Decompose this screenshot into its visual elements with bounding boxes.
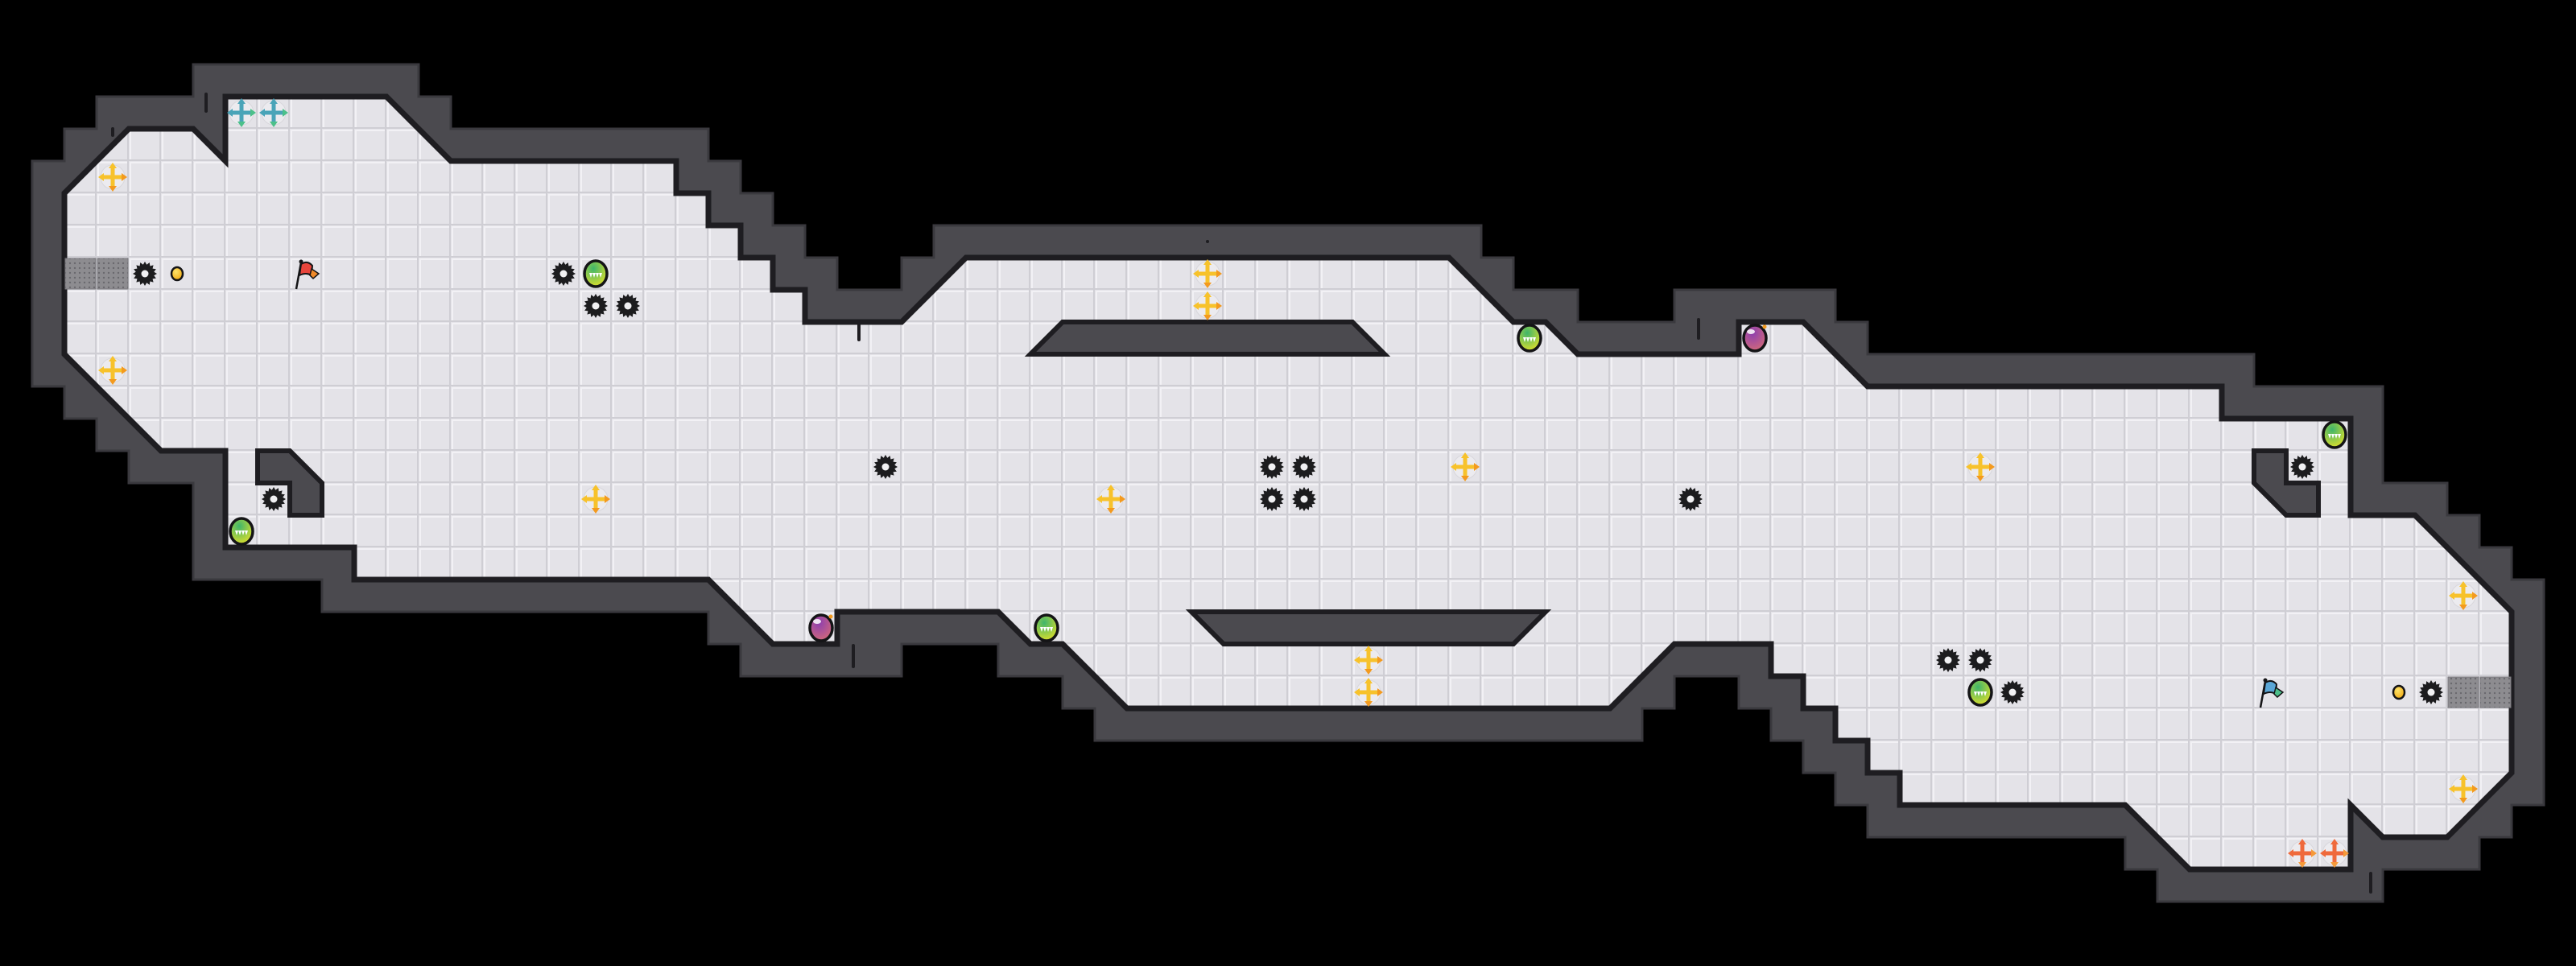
move-arrows-icon — [2320, 839, 2349, 868]
flag-icon — [295, 259, 320, 290]
move-arrows-icon — [2449, 774, 2478, 803]
trapezoid-wall-bottom — [1185, 609, 1552, 646]
sawblade-icon — [2000, 680, 2025, 704]
chomper-orb-icon — [2322, 420, 2347, 449]
grate-tile-icon — [2447, 676, 2479, 708]
bomb-orb-icon — [808, 613, 834, 642]
sawblade-icon — [873, 455, 898, 479]
sawblade-icon — [1968, 648, 1992, 672]
move-arrows-icon — [1451, 452, 1480, 481]
move-arrows-icon — [98, 356, 127, 385]
chomper-orb-icon — [583, 259, 609, 288]
floor-shape — [61, 93, 2515, 873]
chomper-orb-icon — [1517, 324, 1542, 353]
sawblade-icon — [1292, 455, 1316, 479]
sawblade-icon — [1936, 648, 1960, 672]
sawblade-icon — [551, 262, 576, 286]
entities — [64, 98, 2512, 868]
move-arrows-icon — [1096, 485, 1125, 514]
sawblade-icon — [1260, 455, 1284, 479]
move-arrows-icon — [581, 485, 610, 514]
move-arrows-icon — [1354, 678, 1383, 707]
sawblade-icon — [2419, 680, 2443, 704]
l-wall-left — [255, 448, 324, 518]
chomper-orb-icon — [1967, 678, 1993, 707]
move-arrows-icon — [98, 163, 127, 192]
move-arrows-icon — [259, 98, 288, 127]
move-arrows-icon — [1193, 291, 1222, 320]
move-arrows-icon — [1354, 646, 1383, 675]
sawblade-icon — [1678, 487, 1703, 511]
move-arrows-icon — [1193, 259, 1222, 288]
trapezoid-wall-top — [1024, 320, 1391, 357]
grate-tile-icon — [2479, 676, 2512, 708]
move-arrows-icon — [2288, 839, 2317, 868]
move-arrows-icon — [2449, 581, 2478, 610]
sawblade-icon — [1292, 487, 1316, 511]
bomb-orb-icon — [1742, 324, 1768, 353]
grate-tile-icon — [97, 258, 129, 290]
chomper-orb-icon — [229, 517, 254, 546]
move-arrows-icon — [1966, 452, 1995, 481]
coin-icon — [170, 266, 184, 282]
flag-icon — [2259, 678, 2285, 708]
sawblade-icon — [584, 294, 608, 318]
sawblade-icon — [262, 487, 286, 511]
sawblade-icon — [616, 294, 640, 318]
sawblade-icon — [133, 262, 157, 286]
coin-icon — [2392, 684, 2406, 700]
wall-ticks — [111, 93, 2372, 894]
chomper-orb-icon — [1034, 613, 1059, 642]
grate-tile-icon — [64, 258, 97, 290]
inner-walls — [255, 320, 2321, 646]
sawblade-icon — [2290, 455, 2314, 479]
floor — [61, 93, 2515, 873]
l-wall-right — [2252, 448, 2321, 518]
move-arrows-icon — [227, 98, 256, 127]
sawblade-icon — [1260, 487, 1284, 511]
